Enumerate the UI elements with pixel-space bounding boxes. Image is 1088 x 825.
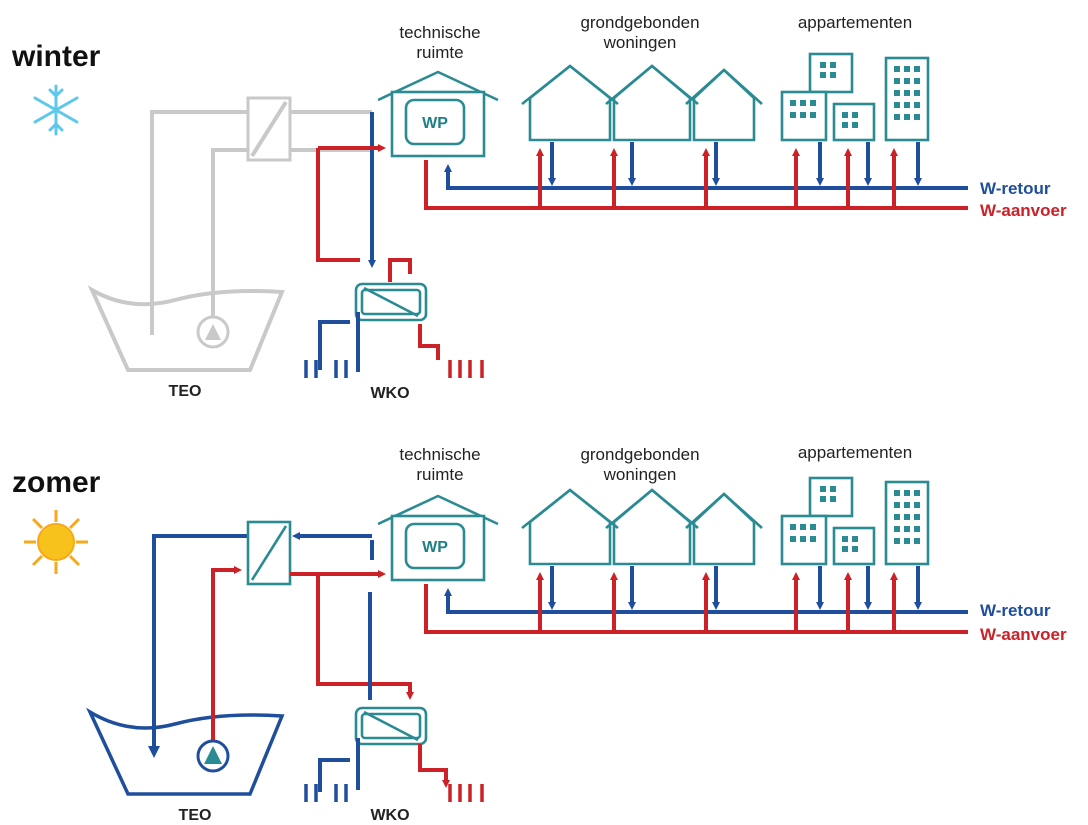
summer-teo-basin [86, 520, 386, 796]
summer-apartments-label: appartementen [798, 443, 912, 462]
summer-panel: zomer technische ruimte grondgebonden wo… [12, 443, 1067, 824]
summer-season-title: zomer [12, 466, 101, 499]
winter-season-title: winter [11, 40, 101, 73]
winter-technical-room-label-2: ruimte [416, 43, 463, 62]
summer-buildings [306, 478, 968, 802]
winter-teo-label: TEO [169, 383, 202, 400]
summer-wko-label: WKO [370, 807, 409, 824]
summer-technical-room-label-1: technische [399, 445, 480, 464]
snowflake-icon [33, 84, 79, 136]
winter-panel: winter technische ruimte grondgebonden w… [11, 13, 1067, 402]
winter-wko-label: WKO [370, 385, 409, 402]
winter-apartments-label: appartementen [798, 13, 912, 32]
winter-houses-label-2: woningen [603, 33, 677, 52]
summer-heat-pump-label: WP [422, 539, 448, 556]
winter-heat-pump-label: WP [422, 115, 448, 132]
summer-supply-label: W-aanvoer [980, 625, 1067, 644]
winter-teo-basin [87, 96, 372, 372]
summer-houses-label-2: woningen [603, 465, 677, 484]
winter-technical-room-label-1: technische [399, 23, 480, 42]
summer-houses-label-1: grondgebonden [580, 445, 699, 464]
winter-return-label: W-retour [980, 179, 1051, 198]
sun-icon [24, 510, 88, 574]
summer-return-label: W-retour [980, 601, 1051, 620]
winter-supply-label: W-aanvoer [980, 201, 1067, 220]
winter-buildings [306, 54, 968, 378]
summer-technical-room-label-2: ruimte [416, 465, 463, 484]
winter-houses-label-1: grondgebonden [580, 13, 699, 32]
summer-teo-label: TEO [179, 807, 212, 824]
